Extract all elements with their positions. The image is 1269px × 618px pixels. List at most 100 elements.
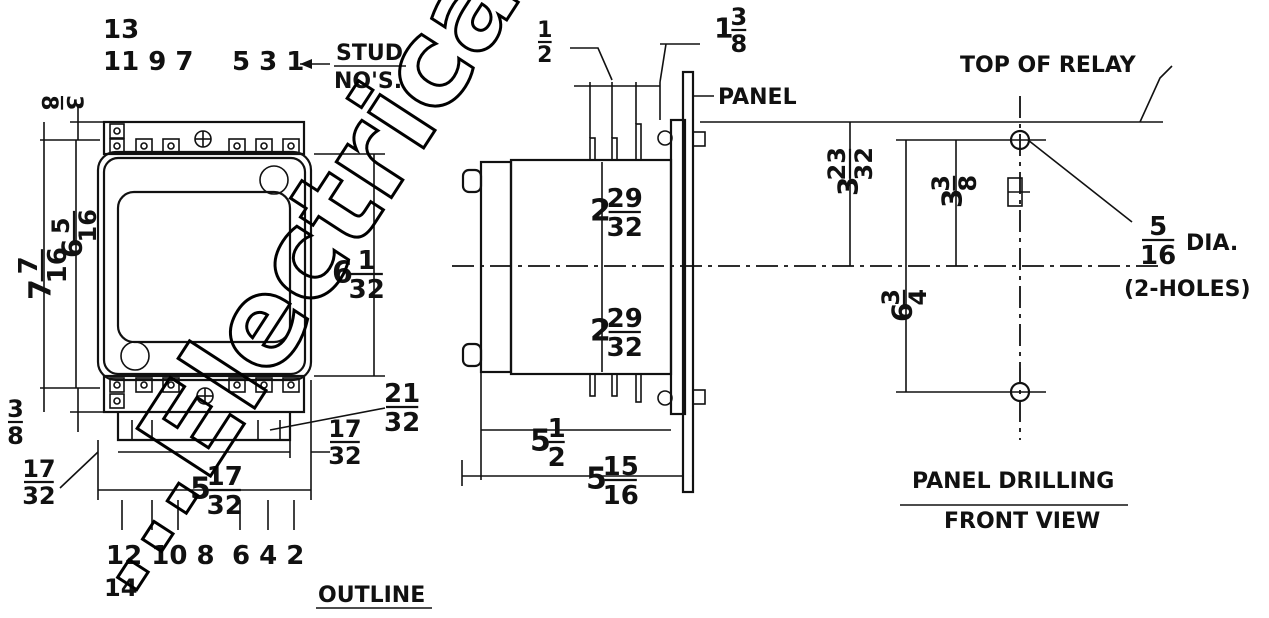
dim-numerator: 3	[61, 95, 86, 110]
dim-whole: 1	[714, 12, 733, 45]
dim-whole: 6	[56, 239, 89, 258]
case-body	[96, 150, 313, 382]
dim-numerator: 29	[607, 184, 643, 214]
dim-numerator: 3	[927, 175, 955, 192]
stud-numbers-top-right: 5 3 1	[232, 47, 304, 77]
bottom-stud-leaders	[121, 500, 295, 530]
dim-denominator: 8	[730, 30, 747, 58]
dim-numerator: 23	[823, 147, 851, 180]
dim-denominator: 32	[607, 333, 643, 363]
dim-denominator: 2	[548, 443, 566, 473]
mounting-hole-bottom	[1009, 381, 1031, 403]
dim-whole: 5	[190, 471, 211, 506]
dim-d-3-8-top: 38	[36, 95, 86, 110]
dia-label: DIA.	[1186, 231, 1238, 256]
watermark: ...Electrical...	[38, 0, 645, 614]
dim-whole: 5	[586, 461, 607, 496]
stud-label-13: 13	[103, 15, 139, 45]
bottom-studs	[109, 377, 300, 409]
stud-numbers-bottom-left: 12 10 8	[106, 541, 215, 571]
dim-whole: 6	[886, 303, 919, 322]
dim-denominator: 2	[537, 43, 552, 68]
dim-denominator: 8	[7, 422, 24, 450]
stud-numbers-top-left: 11 9 7	[103, 47, 193, 77]
dim-numerator: 21	[384, 379, 420, 409]
dim-numerator: 17	[328, 415, 361, 443]
stud-numbers-bottom-right: 6 4 2	[232, 541, 304, 571]
dim-d-3-8-bot: 38	[7, 395, 24, 450]
dim-denominator: 32	[384, 408, 420, 438]
dim-numerator: 5	[1149, 212, 1167, 242]
dim-numerator: 17	[207, 462, 243, 492]
corner-screw	[259, 165, 289, 195]
dim-denominator: 16	[603, 481, 639, 511]
cover-front	[479, 160, 513, 374]
dim-numerator: 29	[607, 304, 643, 334]
dim-numerator: 1	[358, 246, 376, 276]
rear-studs	[589, 123, 706, 406]
labels-group: 13 11 9 7 5 3 1 STUD NO'S. 12 10 8 6 4 2…	[103, 15, 1251, 609]
dim-d-5-1-2: 512	[530, 414, 566, 473]
reset-knob	[461, 168, 483, 194]
cover-window	[116, 190, 292, 344]
dim-d-5-16: 516	[1140, 212, 1176, 271]
dim-numerator: 1	[548, 414, 566, 444]
dim-whole: 2	[590, 313, 611, 348]
dim-denominator: 4	[904, 289, 932, 306]
dim-numerator: 3	[730, 3, 747, 31]
dim-denominator: 8	[36, 95, 61, 110]
panel-drilling-view	[700, 65, 1173, 506]
dim-whole: 2	[590, 193, 611, 228]
dim-numerator: 5	[47, 217, 75, 234]
top-terminal-block	[102, 120, 306, 156]
front-outline-view	[40, 59, 406, 530]
two-holes-label: (2-HOLES)	[1124, 277, 1251, 302]
dim-numerator: 7	[14, 256, 44, 274]
dim-denominator: 16	[1140, 241, 1176, 271]
top-of-relay-label: TOP OF RELAY	[960, 53, 1137, 78]
front-view-caption: FRONT VIEW	[944, 509, 1100, 534]
side-view	[461, 43, 714, 494]
panel-drilling-caption: PANEL DRILLING	[912, 469, 1114, 494]
outline-caption: OUTLINE	[318, 583, 425, 608]
dim-denominator: 32	[207, 491, 243, 521]
stud-label-14: 14	[104, 574, 137, 602]
dim-denominator: 8	[954, 175, 982, 192]
dim-denominator: 32	[22, 482, 55, 510]
dim-denominator: 32	[607, 213, 643, 243]
stud-label: STUD	[336, 41, 403, 66]
bottom-terminal-block	[102, 374, 306, 414]
corner-screw	[120, 341, 150, 371]
panel-plate	[681, 70, 695, 494]
dim-whole: 6	[332, 255, 353, 290]
dim-d-1-2: 12	[537, 18, 552, 68]
dim-denominator: 16	[43, 247, 73, 283]
dim-denominator: 16	[74, 209, 102, 242]
dim-denominator: 32	[349, 275, 385, 305]
dim-whole: 3	[936, 189, 969, 208]
dim-numerator: 17	[22, 455, 55, 483]
dim-denominator: 32	[850, 147, 878, 180]
nos-label: NO'S.	[334, 69, 402, 94]
dim-numerator: 15	[603, 452, 639, 482]
dim-numerator: 1	[537, 18, 552, 43]
dim-whole: 3	[832, 177, 865, 196]
panel-cross-section	[669, 118, 687, 416]
panel-label: PANEL	[718, 85, 797, 110]
